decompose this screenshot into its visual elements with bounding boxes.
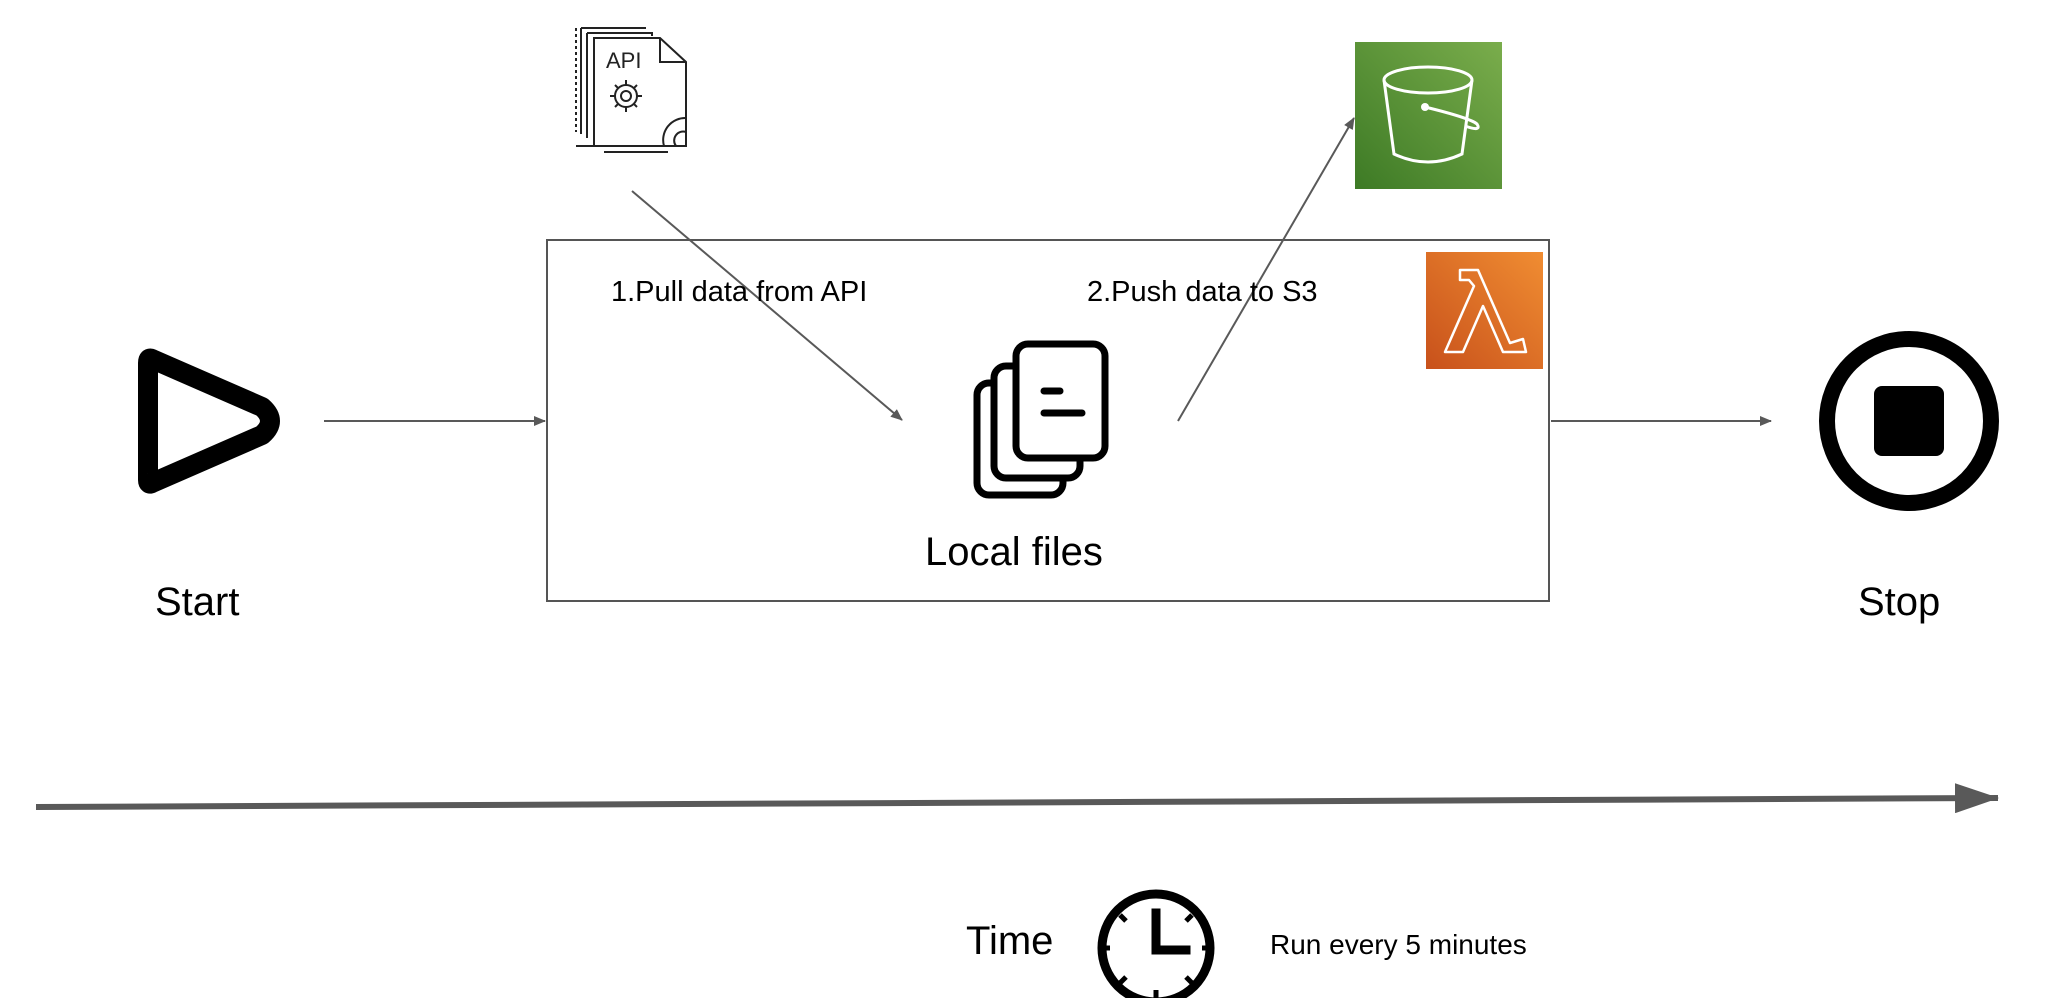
local-files-icon bbox=[973, 340, 1109, 499]
s3-bucket-icon bbox=[1355, 42, 1502, 189]
local-files-label: Local files bbox=[925, 530, 1103, 574]
play-icon bbox=[138, 348, 280, 494]
start-label: Start bbox=[155, 580, 240, 624]
api-document-icon: API bbox=[575, 27, 687, 153]
stop-label: Stop bbox=[1858, 580, 1941, 624]
aws-lambda-icon bbox=[1426, 252, 1543, 369]
clock-icon bbox=[1097, 889, 1215, 998]
timeline-arrow bbox=[35, 783, 1999, 814]
step-push-label: 2.Push data to S3 bbox=[1087, 276, 1318, 308]
time-label: Time bbox=[966, 919, 1054, 963]
schedule-note: Run every 5 minutes bbox=[1270, 929, 1527, 960]
lambda-container-box bbox=[546, 239, 1550, 602]
api-icon-text: API bbox=[606, 48, 641, 73]
step-pull-label: 1.Pull data from API bbox=[611, 276, 868, 308]
api-to-files-arrow bbox=[631, 190, 903, 421]
files-to-s3-arrow bbox=[1177, 117, 1355, 422]
stop-icon bbox=[1819, 331, 1999, 511]
